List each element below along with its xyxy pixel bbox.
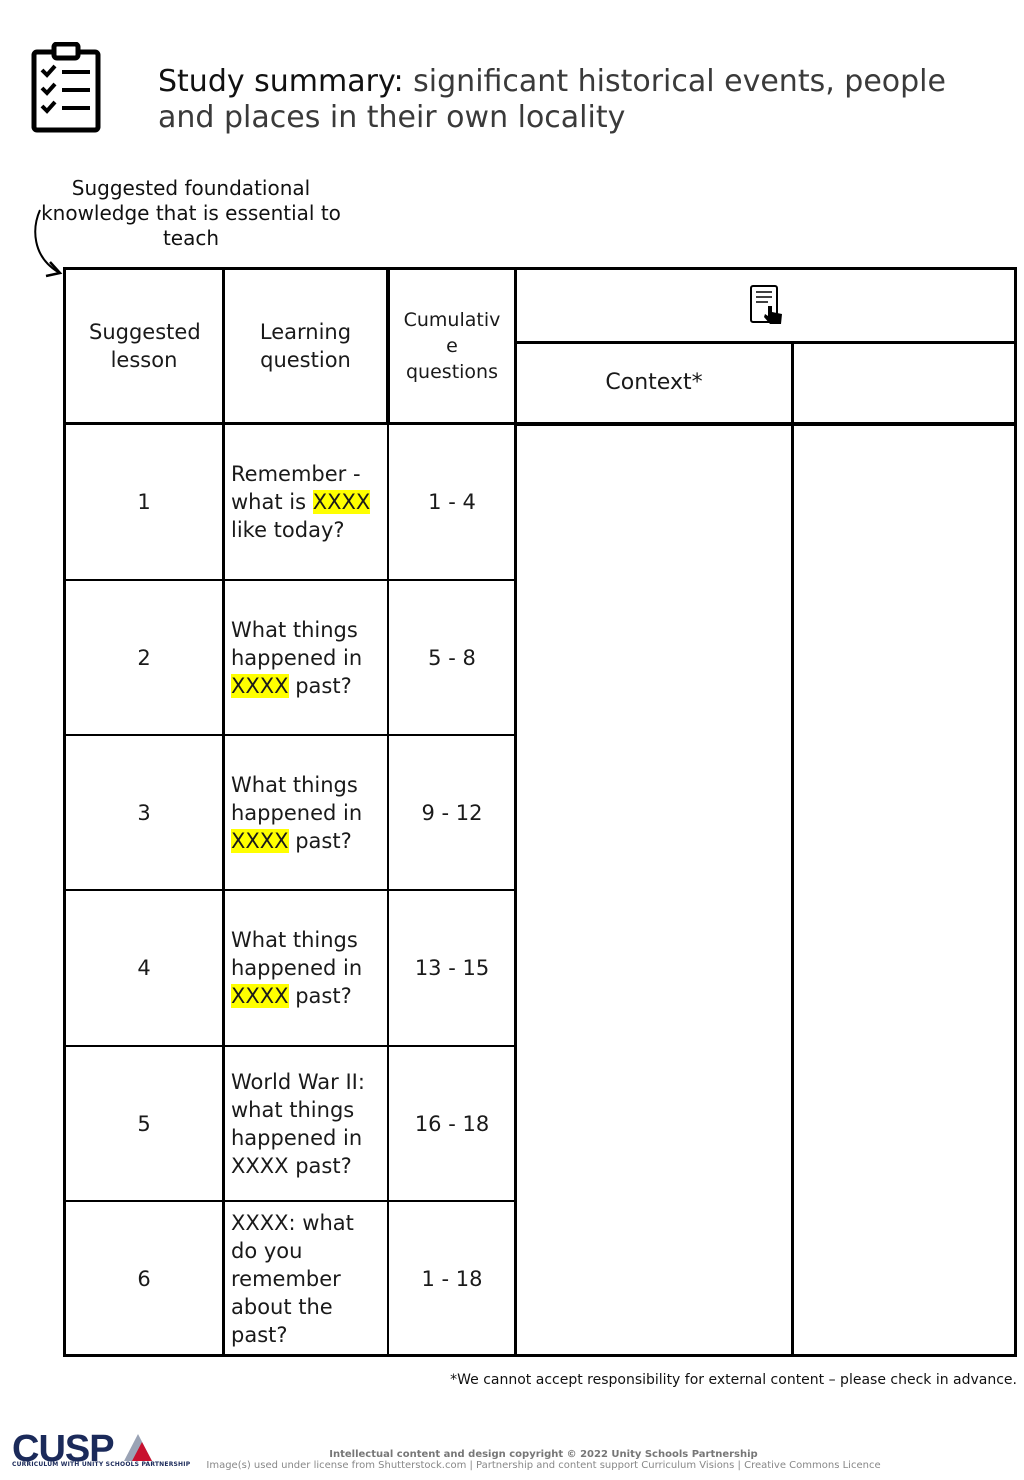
cusp-logo: CUSP [12, 1428, 152, 1470]
row-5-question: World War II: what things happened in XX… [222, 1045, 389, 1202]
external-content-footnote: *We cannot accept responsibility for ext… [450, 1372, 1017, 1388]
row-5-lesson: 5 [63, 1045, 225, 1202]
logo-subtitle: CURRICULUM WITH UNITY SCHOOLS PARTNERSHI… [12, 1461, 191, 1468]
row-6-lesson: 6 [63, 1200, 225, 1357]
title-rest: significant historical events, people an… [158, 64, 946, 135]
clipboard-checklist-icon [31, 42, 101, 133]
context-column [514, 423, 794, 1357]
row-2-lesson: 2 [63, 579, 225, 736]
header-cumulative: Cumulativ e questions [387, 267, 517, 425]
row-6-cumulative: 1 - 18 [387, 1200, 517, 1357]
row-3-lesson: 3 [63, 734, 225, 891]
row-2-cumulative: 5 - 8 [387, 579, 517, 736]
header-resource [514, 267, 1017, 344]
title-lead: Study summary: [158, 64, 404, 99]
row-1-cumulative: 1 - 4 [387, 423, 517, 581]
row-2-question: What things happened in XXXX past? [222, 579, 389, 736]
extra-column [791, 423, 1017, 1357]
header-extra [791, 341, 1017, 425]
row-4-question: What things happened in XXXX past? [222, 889, 389, 1047]
header-question: Learning question [222, 267, 389, 425]
row-1-question: Remember - what is XXXX like today? [222, 423, 389, 581]
row-4-lesson: 4 [63, 889, 225, 1047]
curved-arrow-icon [34, 209, 63, 278]
row-3-cumulative: 9 - 12 [387, 734, 517, 891]
page-title: Study summary: significant historical ev… [158, 64, 958, 136]
row-5-cumulative: 16 - 18 [387, 1045, 517, 1202]
foundational-knowledge-note: Suggested foundational knowledge that is… [41, 176, 341, 250]
row-1-lesson: 1 [63, 423, 225, 581]
header-lesson: Suggested lesson [63, 267, 225, 425]
row-4-cumulative: 13 - 15 [387, 889, 517, 1047]
copyright-text: Intellectual content and design copyrigh… [329, 1449, 758, 1460]
license-text: Image(s) used under license from Shutter… [206, 1460, 881, 1471]
header-context: Context* [514, 341, 794, 425]
svg-text:CUSP: CUSP [12, 1428, 114, 1470]
row-6-question: XXXX: what do you remember about the pas… [222, 1200, 389, 1357]
tablet-touch-icon [749, 284, 782, 324]
row-3-question: What things happened in XXXX past? [222, 734, 389, 891]
